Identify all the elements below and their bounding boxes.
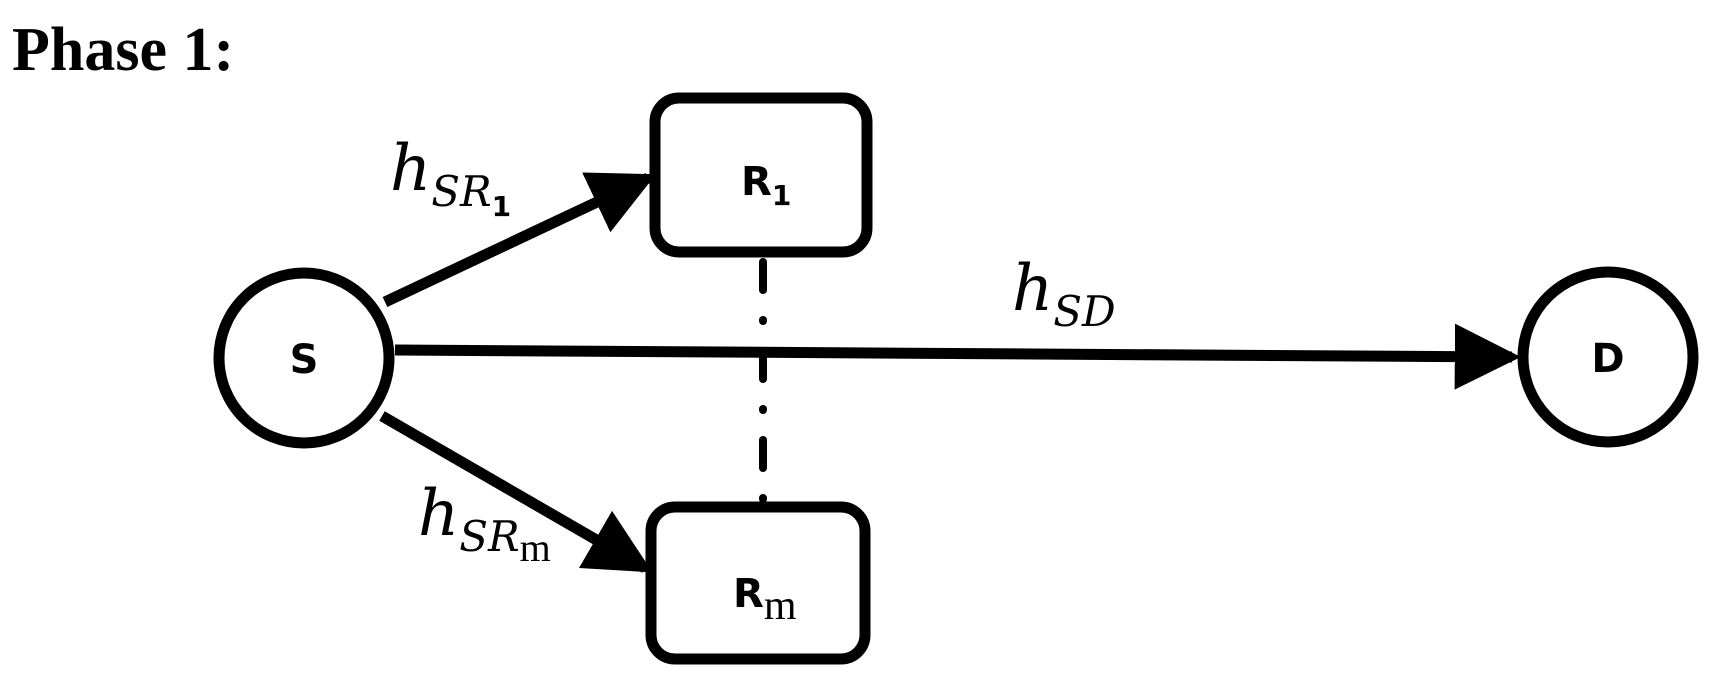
edge-label-s-r1-subsub: 1 <box>492 190 511 223</box>
node-destination: D <box>1517 266 1699 448</box>
edge-label-s-r1-sub: SR <box>431 167 491 216</box>
edge-label-s-rm: hSRm <box>418 477 551 570</box>
edge-s-to-rm <box>379 411 653 573</box>
relay-last-box <box>645 501 871 665</box>
relay-first-subscript: 1 <box>772 179 791 212</box>
source-label: S <box>290 337 319 383</box>
edge-s-to-rm-line <box>379 411 653 573</box>
destination-label: D <box>1591 336 1624 382</box>
edge-label-s-rm-main: h <box>418 477 459 551</box>
edge-label-s-d-sub: SD <box>1053 287 1115 336</box>
edge-s-to-d <box>394 323 1521 390</box>
node-source: S <box>213 267 395 449</box>
node-relay-last: Rm <box>645 501 871 665</box>
edge-label-s-r1-main: h <box>390 132 431 206</box>
relay-first-box <box>649 92 873 258</box>
relay-last-text: Rm <box>733 571 797 629</box>
relay-first-label: R <box>741 159 772 205</box>
edge-label-s-d: hSD <box>1012 252 1116 336</box>
edge-s-to-r1 <box>382 172 656 307</box>
phase-title: Phase 1: <box>12 16 234 84</box>
source-circle <box>213 267 395 449</box>
node-relay-first: R1 <box>649 92 873 258</box>
relay-last-subscript: m <box>764 583 797 629</box>
edge-s-to-d-line <box>394 323 1521 390</box>
edge-label-s-rm-sub: SR <box>459 512 519 561</box>
edge-label-s-r1: hSR1 <box>390 132 511 223</box>
edge-label-s-d-main: h <box>1012 252 1053 326</box>
edge-label-s-rm-subsub: m <box>520 525 551 570</box>
destination-circle <box>1517 266 1699 448</box>
edge-s-to-r1-line <box>382 172 656 307</box>
relay-first-text: R1 <box>741 159 791 212</box>
relay-last-label: R <box>733 571 764 617</box>
